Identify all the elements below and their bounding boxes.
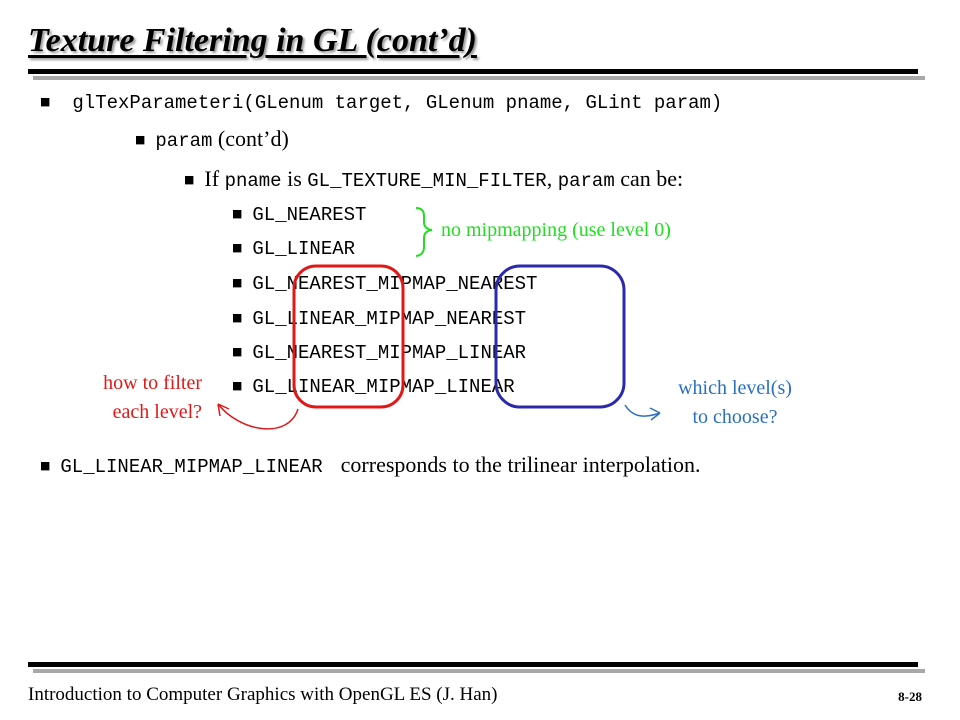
option-label: GL_NEAREST_MIPMAP_NEAREST (252, 273, 538, 295)
bottom-rule-shadow (33, 669, 925, 673)
level-note: which level(s) to choose? (655, 374, 815, 432)
cond-const: GL_TEXTURE_MIN_FILTER (307, 170, 547, 192)
option-item: ■ GL_NEAREST_MIPMAP_NEAREST (232, 273, 537, 295)
bullet-icon: ■ (135, 133, 146, 146)
top-rule (28, 69, 918, 74)
trilinear-line: ■ GL_LINEAR_MIPMAP_LINEAR corresponds to t… (40, 452, 701, 478)
slide-title: Texture Filtering in GL (cont’d) (28, 22, 477, 59)
red-arrow-head (217, 403, 230, 417)
no-mipmap-note: no mipmapping (use level 0) (441, 219, 671, 241)
bullet-icon: ■ (232, 379, 243, 392)
trilinear-code: GL_LINEAR_MIPMAP_LINEAR (60, 456, 323, 478)
trilinear-text: corresponds to the trilinear interpolati… (340, 452, 701, 477)
bullet-icon: ■ (232, 276, 243, 289)
top-rule-shadow (33, 76, 925, 80)
red-arrow (217, 403, 299, 430)
footer-page-number: 8-28 (898, 689, 922, 704)
param-suffix: (cont’d) (212, 126, 289, 151)
option-item: ■ GL_NEAREST (232, 204, 366, 226)
filter-note-line: how to filter (103, 372, 202, 394)
green-brace (415, 207, 433, 257)
option-item: ■ GL_LINEAR_MIPMAP_NEAREST (232, 308, 526, 330)
signature-code: glTexParameteri(GLenum target, GLenum pn… (72, 92, 723, 114)
signature-line: ■ glTexParameteri(GLenum target, GLenum p… (40, 92, 722, 114)
level-note-line: to choose? (692, 406, 778, 428)
cond-comma: , (546, 166, 558, 191)
cond-param: param (557, 170, 615, 192)
option-label: GL_NEAREST (252, 204, 367, 226)
option-item: ■ GL_NEAREST_MIPMAP_LINEAR (232, 342, 526, 364)
cond-canbe: can be: (614, 166, 684, 191)
bullet-icon: ■ (232, 241, 243, 254)
option-label: GL_NEAREST_MIPMAP_LINEAR (252, 342, 527, 364)
bullet-icon: ■ (232, 207, 243, 220)
filter-note: how to filter each level? (103, 369, 202, 427)
filter-note-line: each level? (112, 401, 202, 423)
condition-line: ■ If pname is GL_TEXTURE_MIN_FILTER, para… (184, 166, 683, 192)
param-line: ■ param (cont’d) (135, 126, 289, 152)
bullet-icon: ■ (184, 173, 195, 186)
option-label: GL_LINEAR_MIPMAP_NEAREST (252, 308, 527, 330)
bullet-icon: ■ (40, 459, 51, 472)
option-label: GL_LINEAR_MIPMAP_LINEAR (252, 376, 515, 398)
cond-pname: pname (224, 170, 282, 192)
option-item: ■ GL_LINEAR (232, 238, 355, 260)
bullet-icon: ■ (40, 95, 51, 108)
bottom-rule (28, 662, 918, 667)
option-item: ■ GL_LINEAR_MIPMAP_LINEAR (232, 376, 515, 398)
bullet-icon: ■ (232, 311, 243, 324)
bullet-icon: ■ (232, 345, 243, 358)
cond-if: If (204, 166, 225, 191)
param-code: param (155, 130, 213, 152)
footer-course: Introduction to Computer Graphics with O… (28, 684, 498, 705)
option-label: GL_LINEAR (252, 238, 356, 260)
level-note-line: which level(s) (678, 377, 792, 399)
cond-is: is (281, 166, 308, 191)
